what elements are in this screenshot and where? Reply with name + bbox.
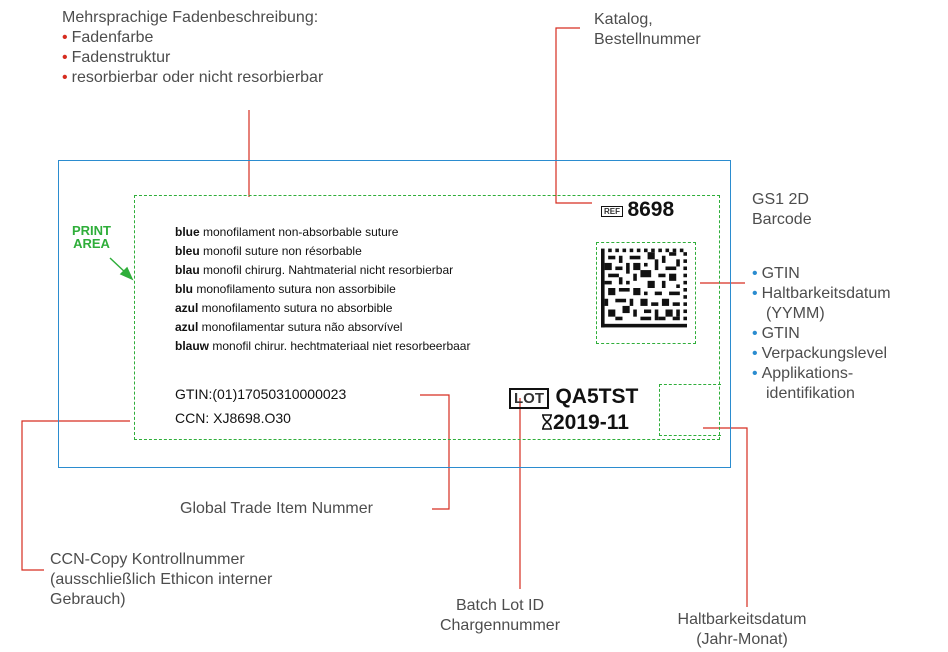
- catalog-callout: Katalog, Bestellnummer: [594, 10, 701, 50]
- description-line: azul monofilamento sutura no absorbible: [175, 301, 393, 315]
- catalog-callout-line2: Bestellnummer: [594, 31, 701, 48]
- gs1-item: Haltbarkeitsdatum: [752, 284, 891, 304]
- ccn-callout-line2: (ausschließlich Ethicon interner: [50, 571, 273, 588]
- description-line: blu monofilamento sutura non assorbibile: [175, 282, 396, 296]
- gs1-callout-line2: Barcode: [752, 211, 812, 228]
- ref-number: 8698: [627, 198, 675, 221]
- gs1-item: GTIN: [752, 264, 891, 284]
- barcode-area-border: [596, 242, 696, 344]
- ref-symbol: REF: [601, 206, 623, 218]
- thread-description-item: Fadenfarbe: [62, 28, 323, 48]
- batch-lot-callout: Batch Lot ID Chargennummer: [420, 596, 580, 636]
- gs1-callout-line1: GS1 2D: [752, 191, 809, 208]
- print-area-label: PRINT AREA: [72, 224, 111, 250]
- gs1-barcode-contents: GTIN Haltbarkeitsdatum (YYMM) GTIN Verpa…: [752, 264, 891, 404]
- ccn-callout-line1: CCN-Copy Kontrollnummer: [50, 551, 245, 568]
- gtin-text: GTIN:(01)17050310000023: [175, 386, 347, 402]
- gs1-item: Verpackungslevel: [752, 344, 891, 364]
- expiry-callout-line2: (Jahr-Monat): [696, 631, 788, 648]
- thread-description-item: Fadenstruktur: [62, 48, 323, 68]
- ccn-callout-line3: Gebrauch): [50, 591, 126, 608]
- gs1-item-continued: (YYMM): [766, 305, 825, 322]
- expiry-callout: Haltbarkeitsdatum (Jahr-Monat): [652, 610, 832, 650]
- thread-description-callout: Mehrsprachige Fadenbeschreibung: Fadenfa…: [62, 8, 323, 88]
- datamatrix-barcode: [601, 248, 687, 328]
- gs1-item: Applikations-: [752, 364, 891, 384]
- thread-description-item: resorbierbar oder nicht resorbierbar: [62, 68, 324, 88]
- label-frame: [58, 160, 731, 468]
- hourglass-icon: [542, 414, 552, 430]
- expiry-area-border: [659, 384, 721, 436]
- ccn-text: CCN: XJ8698.O30: [175, 410, 291, 426]
- expiry-value: 2019-11: [553, 411, 629, 434]
- print-area-border: [134, 195, 720, 440]
- print-area-label-line1: PRINT: [72, 223, 111, 238]
- description-line: bleu monofil suture non résorbable: [175, 244, 362, 258]
- description-line: azul monofilamentar sutura não absorvíve…: [175, 320, 403, 334]
- gtin-callout: Global Trade Item Nummer: [180, 500, 373, 517]
- gs1-item: GTIN: [752, 324, 891, 344]
- expiry-callout-line1: Haltbarkeitsdatum: [677, 611, 807, 628]
- catalog-callout-line1: Katalog,: [594, 11, 653, 28]
- description-line: blau monofil chirurg. Nahtmaterial nicht…: [175, 263, 454, 277]
- gs1-barcode-callout: GS1 2D Barcode: [752, 190, 812, 230]
- multilingual-description: blue monofilament non-absorbable suture …: [175, 223, 470, 356]
- ccn-callout: CCN-Copy Kontrollnummer (ausschließlich …: [50, 550, 272, 610]
- ref-number-block: REF 8698: [601, 198, 674, 222]
- description-line: blauw monofil chirur. hechtmateriaal nie…: [175, 339, 471, 353]
- expiry-block: 2019-11: [541, 411, 629, 435]
- description-line: blue monofilament non-absorbable suture: [175, 225, 399, 239]
- lot-value: QA5TST: [555, 385, 639, 408]
- batch-lot-callout-line2: Chargennummer: [439, 617, 561, 634]
- lot-block: LOT QA5TST: [509, 385, 638, 409]
- lot-symbol: LOT: [509, 388, 549, 409]
- print-area-label-line2: AREA: [73, 236, 110, 251]
- thread-description-title: Mehrsprachige Fadenbeschreibung:: [62, 9, 319, 26]
- batch-lot-callout-line1: Batch Lot ID: [455, 597, 545, 614]
- gs1-item-continued: identifikation: [766, 385, 855, 402]
